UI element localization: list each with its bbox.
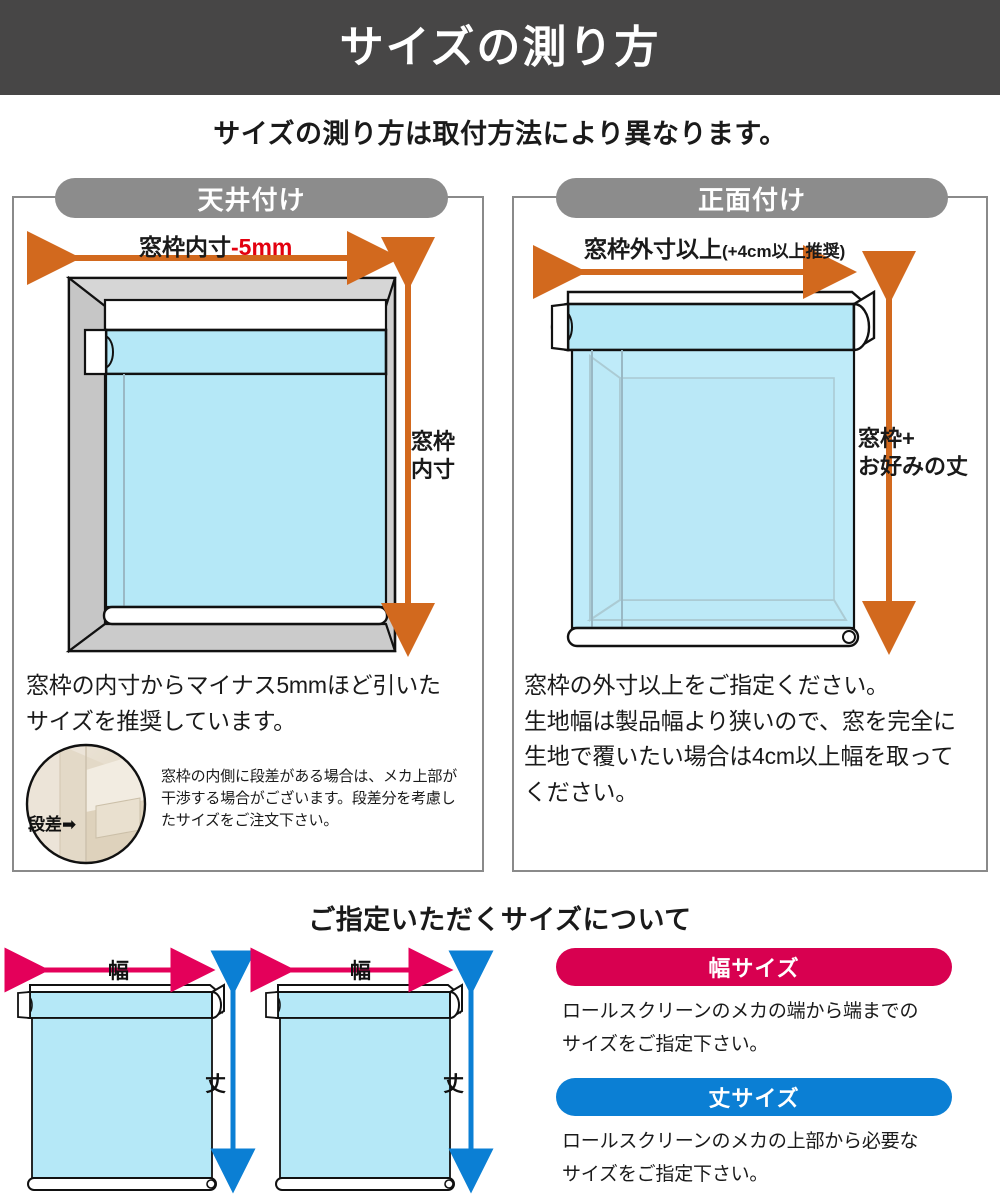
panel-tab-ceiling-mount: 天井付け bbox=[55, 178, 448, 218]
front-body-line2: 生地幅は製品幅より狭いので、窓を完全に bbox=[524, 707, 956, 734]
ceiling-note-copy: 窓枠の内側に段差がある場合は、メカ上部が 干渉する場合がございます。段差分を考慮… bbox=[161, 766, 461, 831]
width-size-copy-line1: ロールスクリーンのメカの端から端までの bbox=[562, 1001, 919, 1022]
ceiling-note-line2: 干渉する場合がございます。段差分を考慮し bbox=[161, 789, 456, 807]
ceiling-width-label: 窓枠内寸-5mm bbox=[139, 228, 292, 262]
front-body-line1: 窓枠の外寸以上をご指定ください。 bbox=[524, 672, 889, 698]
front-height-label: 窓枠+ お好みの丈 bbox=[858, 425, 968, 480]
ceiling-body-copy: 窓枠の内寸からマイナス5mmほど引いた サイズを推奨しています。 bbox=[26, 668, 476, 739]
front-width-label-suffix: (+4cm以上推奨) bbox=[722, 242, 846, 261]
length-size-copy: ロールスクリーンのメカの上部から必要な サイズをご指定下さい。 bbox=[562, 1125, 982, 1192]
front-width-label-main: 窓枠外寸以上 bbox=[584, 236, 722, 262]
width-size-copy: ロールスクリーンのメカの端から端までの サイズをご指定下さい。 bbox=[562, 995, 982, 1062]
ceiling-body-line1: 窓枠の内寸からマイナス5mmほど引いた bbox=[26, 672, 441, 698]
front-body-copy: 窓枠の外寸以上をご指定ください。 生地幅は製品幅より狭いので、窓を完全に 生地で… bbox=[524, 668, 984, 811]
ceiling-height-label-line1: 窓枠 bbox=[411, 429, 456, 454]
step-difference-label: 段差➡ bbox=[28, 810, 76, 835]
mini-diagram-2 bbox=[250, 947, 494, 1194]
badge-width-size: 幅サイズ bbox=[556, 948, 952, 986]
mini-2-width-label: 幅 bbox=[350, 960, 371, 983]
panel-tab-front-mount: 正面付け bbox=[556, 178, 948, 218]
page-subtitle: サイズの測り方は取付方法により異なります。 bbox=[213, 119, 787, 149]
mini-2-height-label: 丈 bbox=[443, 1073, 464, 1096]
ceiling-note-line3: たサイズをご注文下さい。 bbox=[161, 811, 339, 829]
ceiling-body-line2: サイズを推奨しています。 bbox=[26, 707, 296, 734]
step-arrow-icon: ➡ bbox=[62, 815, 77, 834]
front-height-label-line2: お好みの丈 bbox=[858, 453, 969, 479]
page-title: サイズの測り方 bbox=[339, 22, 661, 72]
ceiling-height-label: 窓枠 内寸 bbox=[411, 428, 455, 483]
ceiling-width-label-main: 窓枠内寸 bbox=[139, 234, 231, 260]
bottom-section-title: ご指定いただくサイズについて bbox=[308, 905, 692, 935]
ceiling-note-line1: 窓枠の内側に段差がある場合は、メカ上部が bbox=[161, 768, 458, 785]
front-body-line3: 生地で覆いたい場合は4cm以上幅を取って bbox=[524, 743, 954, 770]
step-difference-text: 段差 bbox=[28, 815, 62, 834]
mini-diagram-1 bbox=[4, 947, 256, 1194]
front-body-line4: ください。 bbox=[524, 778, 639, 805]
length-size-copy-line2: サイズをご指定下さい。 bbox=[562, 1164, 769, 1186]
mini-1-height-label: 丈 bbox=[205, 1073, 226, 1096]
ceiling-width-label-accent: -5mm bbox=[231, 234, 293, 260]
width-size-copy-line2: サイズをご指定下さい。 bbox=[562, 1034, 769, 1056]
header-bar: サイズの測り方 bbox=[0, 0, 1000, 95]
badge-length-size: 丈サイズ bbox=[556, 1078, 952, 1116]
mini-1-width-label: 幅 bbox=[108, 960, 129, 983]
length-size-copy-line1: ロールスクリーンのメカの上部から必要な bbox=[562, 1131, 919, 1152]
front-height-label-line1: 窓枠+ bbox=[858, 426, 915, 451]
ceiling-height-label-line2: 内寸 bbox=[411, 456, 456, 482]
front-width-label: 窓枠外寸以上(+4cm以上推奨) bbox=[584, 230, 845, 264]
